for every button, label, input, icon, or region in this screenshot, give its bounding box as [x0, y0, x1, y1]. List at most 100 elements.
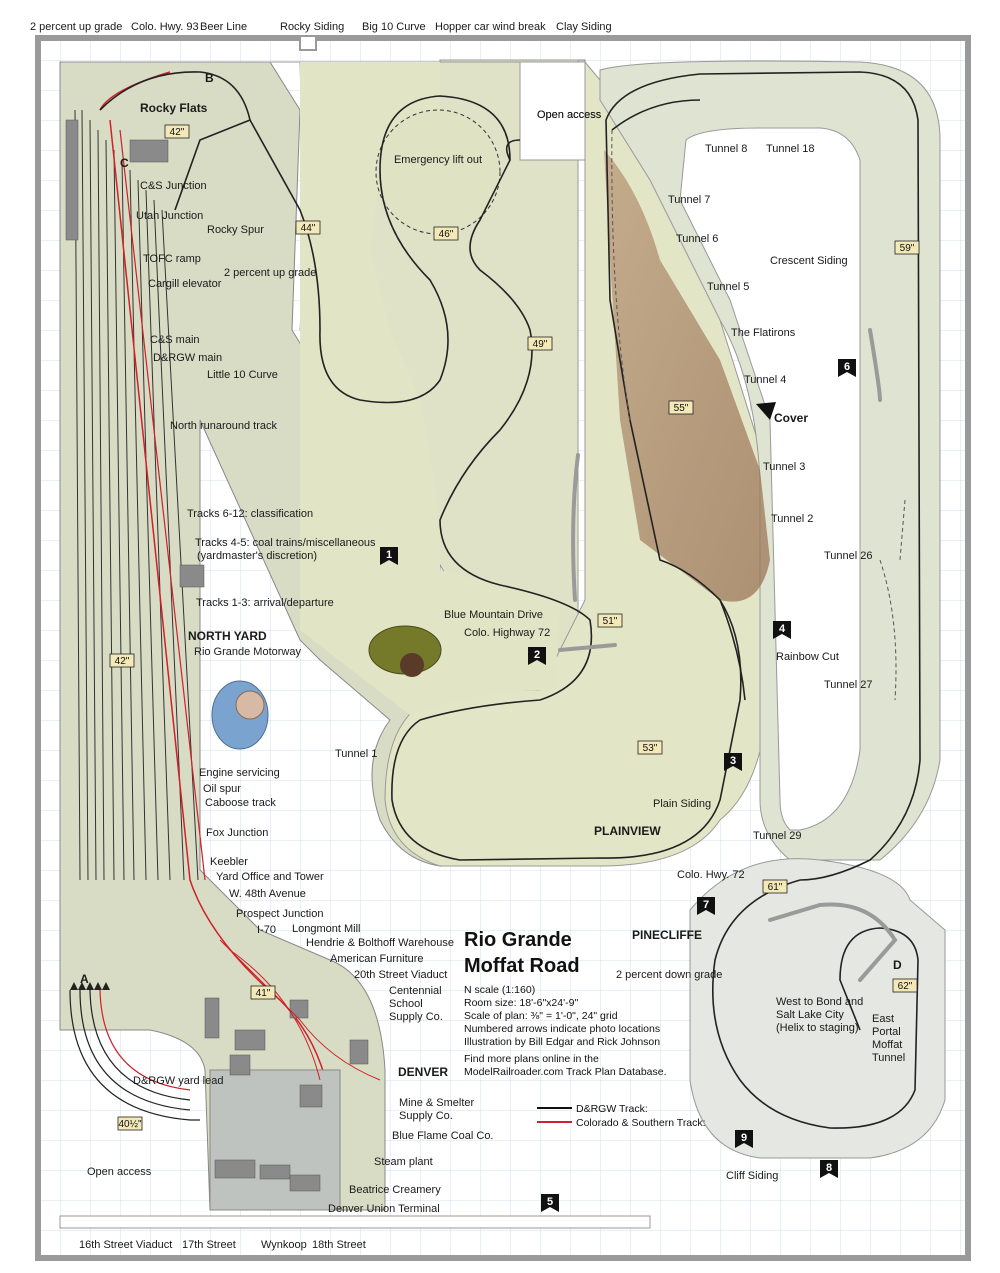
label-labels.west-to-bond: West to Bond and [776, 996, 863, 1008]
info-line: Scale of plan: ⅜" = 1'-0", 24" grid [464, 1010, 618, 1022]
label-legend.drgw: D&RGW Track: [576, 1103, 648, 1115]
photo-arrow-number: 1 [386, 549, 392, 561]
label-labels.little-10: Little 10 Curve [207, 369, 278, 381]
label-labels.letter-d: D [893, 958, 902, 972]
label-labels.keebler: Keebler [210, 856, 248, 868]
dimension-box [164, 124, 190, 139]
dimension-label: 42" [170, 127, 185, 138]
label-labels.cover: Cover [774, 411, 808, 425]
photo-location-arrow [820, 1160, 838, 1178]
photo-location-arrow [380, 547, 398, 565]
person-illustration-2 [368, 625, 442, 677]
label-labels.rocky-siding: Rocky Siding [280, 21, 344, 33]
label-labels.down-grade: 2 percent down grade [616, 969, 722, 981]
label-labels.steam-plant: Steam plant [374, 1156, 433, 1168]
tunnel-segments [611, 129, 906, 701]
dimension-label: 62" [898, 981, 913, 992]
photo-arrow-number: 2 [534, 649, 540, 661]
label-labels.tunnel-18: Tunnel 18 [766, 143, 815, 155]
info-line: ModelRailroader.com Track Plan Database. [464, 1066, 667, 1078]
photo-arrow-number: 4 [779, 623, 786, 635]
label-labels.blue-mountain: Blue Mountain Drive [444, 609, 543, 621]
photo-location-arrow [735, 1130, 753, 1148]
label-labels.viaduct-20: 20th Street Viaduct [354, 969, 447, 981]
label-labels.north-runaround: North runaround track [170, 420, 277, 432]
label-labels.tracks-6-12: Tracks 6-12: classification [187, 508, 313, 520]
dimension-label: 46" [439, 229, 454, 240]
label-labels.colo-hwy-72b: Colo. Hwy. 72 [677, 869, 745, 881]
dimension-label: 53" [643, 743, 658, 754]
bottom-shelf [59, 1215, 651, 1229]
label-regions.denver: DENVER [398, 1065, 448, 1079]
label-labels.tunnel-4: Tunnel 4 [744, 374, 786, 386]
label-labels.centennial3: Supply Co. [389, 1011, 443, 1023]
label-labels.cs-junction: C&S Junction [140, 180, 207, 192]
label-labels.up-grade-mid: 2 percent up grade [224, 267, 316, 279]
dimension-box [668, 400, 694, 415]
label-labels.colo-hwy-72: Colo. Highway 72 [464, 627, 550, 639]
denver-buildings [65, 119, 369, 1192]
dimension-box [109, 653, 135, 668]
label-labels.centennial2: School [389, 998, 423, 1010]
label-labels.tracks-4-5: Tracks 4-5: coal trains/miscellaneous [195, 537, 376, 549]
photo-location-arrow [838, 359, 856, 377]
label-labels.crescent-siding: Crescent Siding [770, 255, 848, 267]
track-a-arrows [70, 982, 110, 990]
info-line: Illustration by Bill Edgar and Rick John… [464, 1036, 660, 1048]
label-labels.cliff-siding: Cliff Siding [726, 1170, 778, 1182]
info-line: Numbered arrows indicate photo locations [464, 1023, 660, 1035]
label-labels.west-to-bond3: (Helix to staging) [776, 1022, 859, 1034]
emergency-liftout [375, 109, 501, 235]
label-labels.rainbow-cut: Rainbow Cut [776, 651, 839, 663]
label-labels.tunnel-3: Tunnel 3 [763, 461, 805, 473]
label-labels.tunnel-29: Tunnel 29 [753, 830, 802, 842]
label-labels.longmont: Longmont Mill [292, 923, 360, 935]
dimension-label: 40½" [118, 1119, 141, 1130]
label-labels.open-access-top: Open access [537, 109, 602, 121]
label-labels.tunnel-27: Tunnel 27 [824, 679, 873, 691]
label-title-line1: Rio Grande [464, 929, 572, 951]
person-illustration-1 [211, 680, 269, 750]
dimension-box [527, 336, 553, 351]
label-labels.plain-siding: Plain Siding [653, 798, 711, 810]
label-labels.i70: I-70 [257, 924, 276, 936]
label-labels.street-18: 18th Street [312, 1239, 366, 1251]
label-labels.beer-line: Beer Line [200, 21, 247, 33]
label-legend.cs: Colorado & Southern Track: [576, 1117, 706, 1129]
label-title-line2: Moffat Road [464, 955, 580, 977]
dimension-label: 59" [900, 243, 915, 254]
label-labels.centennial: Centennial [389, 985, 442, 997]
photo-arrow-number: 3 [730, 755, 736, 767]
label-regions.plainview: PLAINVIEW [594, 824, 661, 838]
label-labels.letter-a: A [80, 972, 89, 986]
roads [558, 328, 898, 982]
label-labels.fox-junction: Fox Junction [206, 827, 268, 839]
info-line: Find more plans online in the [464, 1053, 599, 1065]
label-labels.colo-hwy-93: Colo. Hwy. 93 [131, 21, 199, 33]
info-line: N scale (1:160) [464, 984, 535, 996]
cover-arrow [756, 402, 776, 420]
label-labels.hendrie: Hendrie & Bolthoff Warehouse [306, 937, 454, 949]
label-labels.caboose-track: Caboose track [205, 797, 276, 809]
photo-arrow-number: 8 [826, 1162, 832, 1174]
drgw-mainline [99, 71, 921, 1129]
yard-lead-tracks [69, 989, 200, 1121]
label-labels.drgw-main: D&RGW main [153, 352, 222, 364]
label-labels.tunnel-7: Tunnel 7 [668, 194, 710, 206]
photo-location-arrow [528, 647, 546, 665]
label-labels.open-access-bottom: Open access [87, 1166, 152, 1178]
label-labels.cs-main: C&S main [150, 334, 200, 346]
label-regions.pinecliffe: PINECLIFFE [632, 928, 702, 942]
photo-location-arrow [541, 1194, 559, 1212]
label-labels.beatrice: Beatrice Creamery [349, 1184, 441, 1196]
label-labels.engine-servicing: Engine servicing [199, 767, 280, 779]
dimension-label: 44" [301, 223, 316, 234]
label-labels.tunnel-2: Tunnel 2 [771, 513, 813, 525]
label-labels.mine-smelter: Mine & Smelter [399, 1097, 475, 1109]
label-regions.rocky-flats: Rocky Flats [140, 101, 208, 115]
dimension-label: 55" [674, 403, 689, 414]
photo-arrow-number: 6 [844, 361, 850, 373]
dimension-box [295, 220, 321, 235]
